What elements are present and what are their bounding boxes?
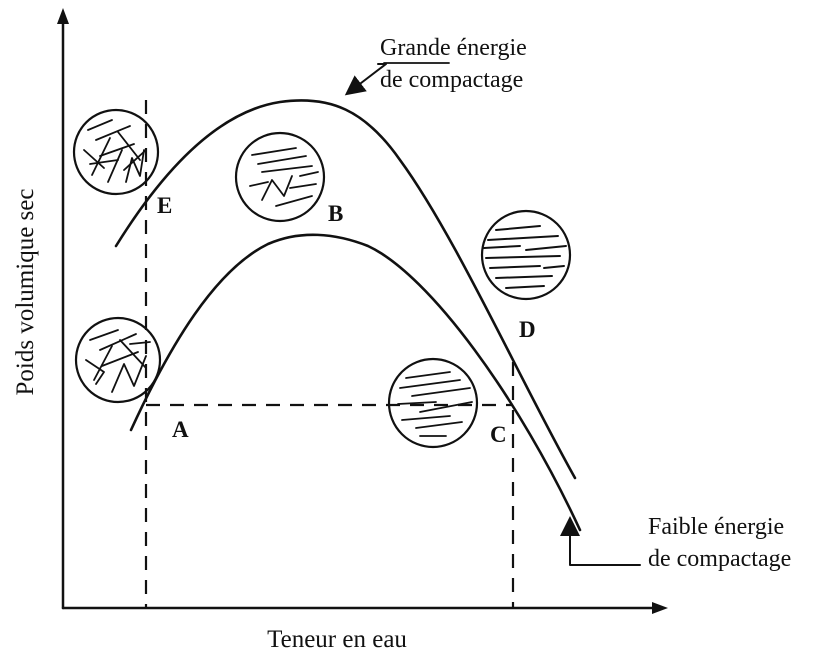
soil-structure-dispersed-d [480,209,572,301]
dashed-guides [144,100,515,608]
x-axis-title: Teneur en eau [267,626,407,653]
point-label-e: E [157,193,172,218]
label-low-energy-line2: de compactage [648,546,791,572]
y-axis-title: Poids volumique sec [12,189,39,396]
arrow-high-energy [344,63,387,96]
soil-structure-partially-oriented-b [234,131,326,223]
y-axis-arrow [57,8,69,24]
label-high-energy-line1: Grande énergie [380,35,527,61]
label-high-energy-line2: de compactage [380,67,523,93]
soil-structure-oriented-c [387,357,479,449]
point-label-a: A [172,417,189,442]
curve-high-energy [114,99,577,480]
axes [57,8,668,614]
label-low-energy-line1: Faible énergie [648,514,784,540]
soil-structure-flocculated-a [74,316,162,404]
soil-structure-flocculated-e [72,108,160,196]
point-label-c: C [490,422,507,447]
point-label-b: B [328,201,343,226]
curve-low-energy [129,233,582,532]
point-label-d: D [519,317,536,342]
arrow-low-energy [560,516,641,566]
x-axis-arrow [652,602,668,614]
